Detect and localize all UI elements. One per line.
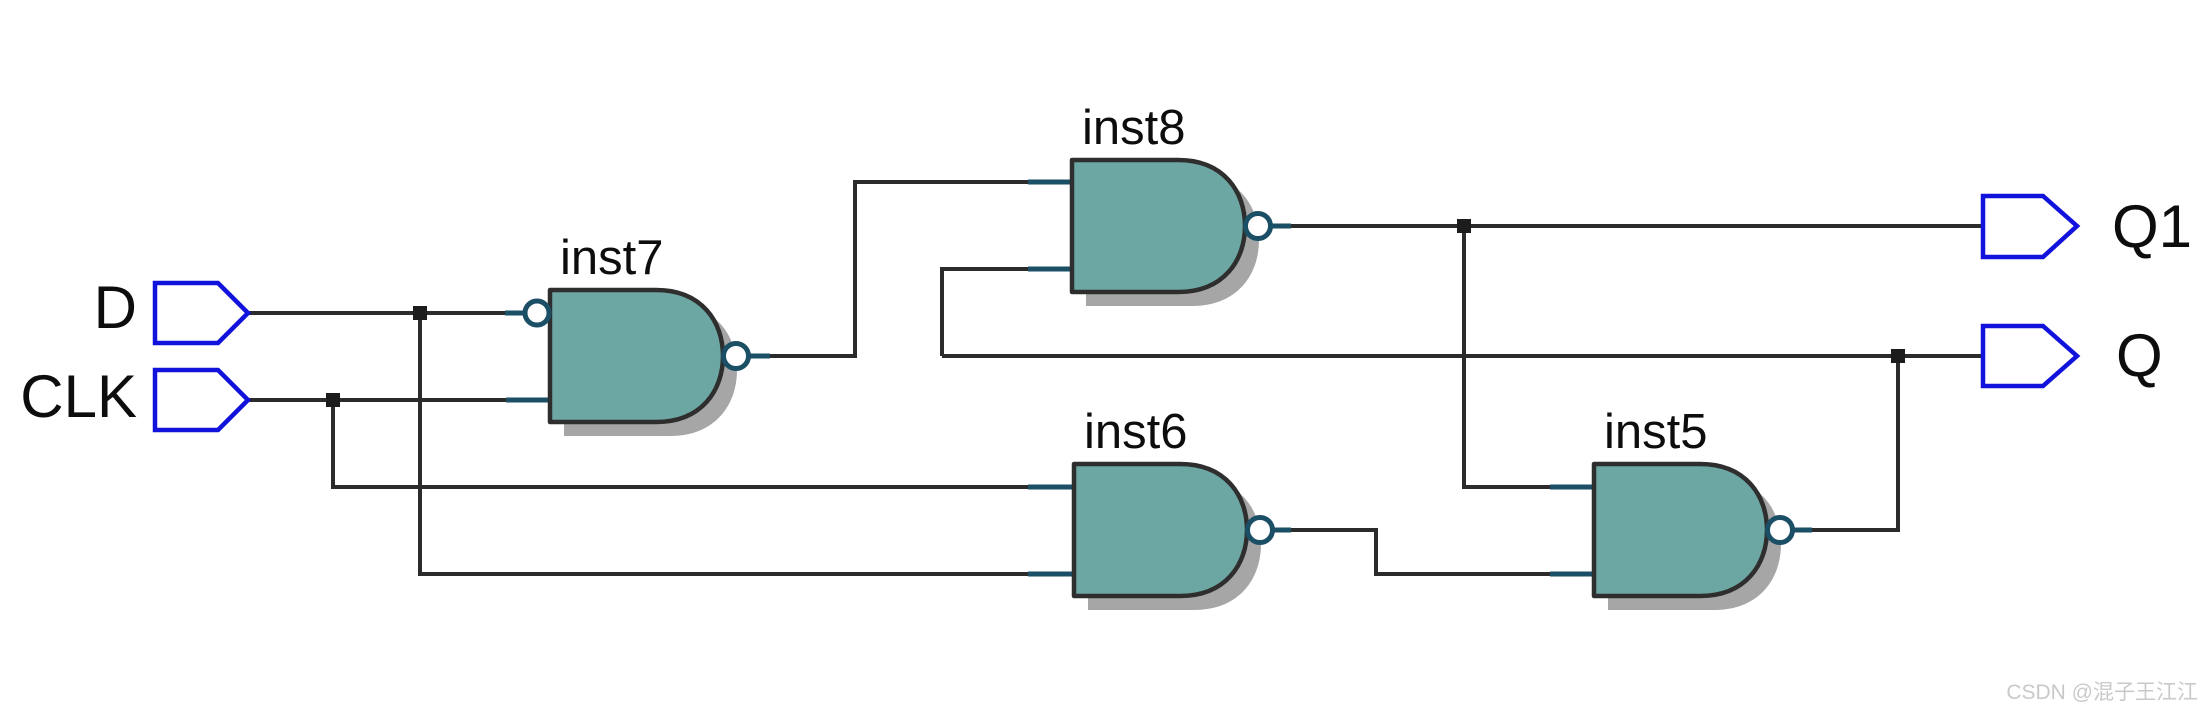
- output-bubble-icon: [721, 341, 751, 371]
- net-clk-branch[interactable]: [331, 400, 1028, 489]
- output-pin-q1[interactable]: Q1: [1980, 193, 2192, 260]
- output-bubble-icon: [1765, 515, 1795, 545]
- junction-dot-q1: [1457, 219, 1471, 233]
- nand-gate-inst8[interactable]: inst8: [1069, 101, 1273, 306]
- net-inst6-to-inst5[interactable]: [1291, 528, 1550, 576]
- nand-gate-inst5[interactable]: inst5: [1591, 405, 1795, 610]
- output-pin-shape: [1980, 323, 2081, 389]
- input-pin-label-d: D: [94, 274, 137, 341]
- output-bubble-icon: [1243, 211, 1273, 241]
- output-pin-label-q1: Q1: [2112, 193, 2192, 260]
- gate-label-inst5: inst5: [1604, 405, 1708, 459]
- input-pin-clk[interactable]: CLK: [20, 363, 252, 433]
- gate-label-inst6: inst6: [1084, 405, 1188, 459]
- output-pin-shape: [1980, 193, 2081, 260]
- output-bubble-icon: [1245, 515, 1275, 545]
- gate-body: [1071, 461, 1250, 599]
- input-pin-label-clk: CLK: [20, 363, 137, 430]
- junction-dot-clk: [326, 393, 340, 407]
- nand-gate-inst7[interactable]: inst7: [522, 231, 751, 436]
- net-inst5-to-q[interactable]: [1812, 356, 1900, 532]
- net-q-feedback[interactable]: [940, 267, 1028, 356]
- junction-dot-d: [413, 306, 427, 320]
- gate-label-inst7: inst7: [560, 231, 664, 285]
- net-q1-branch[interactable]: [1462, 226, 1550, 489]
- net-inst7-to-inst8[interactable]: [770, 180, 1028, 358]
- gate-body: [1069, 157, 1248, 295]
- output-pin-label-q: Q: [2116, 322, 2163, 389]
- gate-body: [1591, 461, 1770, 599]
- wires: [248, 179, 1983, 577]
- gate-label-inst8: inst8: [1082, 101, 1186, 155]
- input-pin-d[interactable]: D: [94, 274, 252, 346]
- junction-dot-q: [1891, 349, 1905, 363]
- input-pin-shape: [152, 280, 252, 346]
- inverted-input-bubble-icon: [522, 298, 552, 328]
- gate-body: [547, 287, 726, 425]
- watermark-text: CSDN @混子王江江: [2006, 681, 2198, 703]
- nand-gate-inst6[interactable]: inst6: [1071, 405, 1275, 610]
- junction-dots: [326, 219, 1905, 407]
- output-pin-q[interactable]: Q: [1980, 322, 2163, 389]
- input-pin-shape: [152, 367, 252, 433]
